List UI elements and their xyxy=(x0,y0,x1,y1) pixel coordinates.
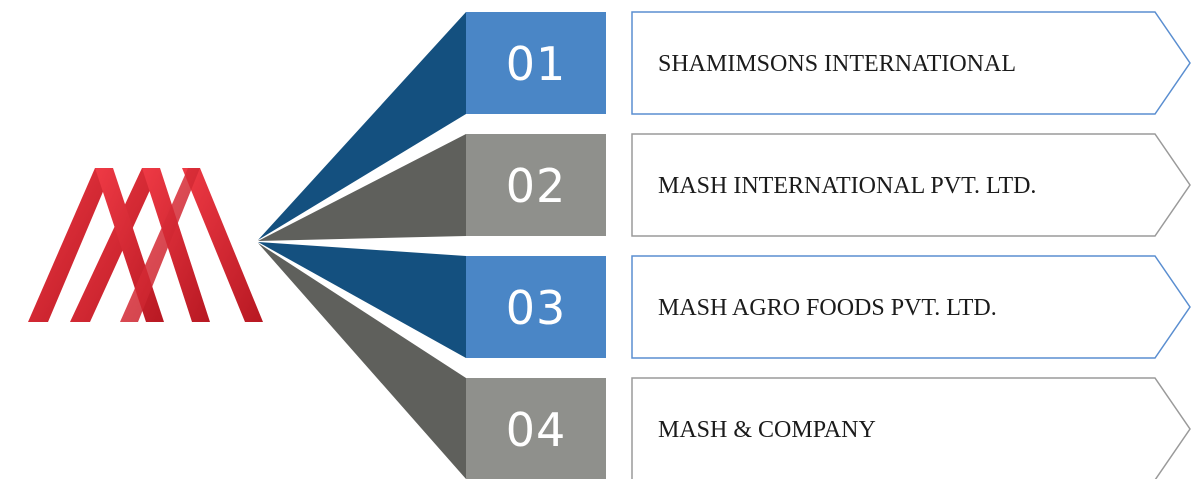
number-box-1 xyxy=(466,12,606,114)
connector-wedge-3 xyxy=(258,242,466,358)
number-box-3 xyxy=(466,256,606,358)
number-box-4 xyxy=(466,378,606,479)
label-arrow-4 xyxy=(631,377,1191,479)
mash-logo xyxy=(28,168,263,322)
item-label-3: MASH AGRO FOODS PVT. LTD. xyxy=(658,294,997,321)
label-arrow-3 xyxy=(631,255,1191,359)
item-number-3: 03 xyxy=(505,281,567,335)
label-arrow-1 xyxy=(631,11,1191,115)
item-label-4: MASH & COMPANY xyxy=(658,416,876,443)
connector-wedge-4 xyxy=(258,243,466,479)
connector-wedge-1 xyxy=(258,12,466,240)
item-label-2: MASH INTERNATIONAL PVT. LTD. xyxy=(658,172,1037,199)
item-number-4: 04 xyxy=(505,403,567,457)
item-label-1: SHAMIMSONS INTERNATIONAL xyxy=(658,50,1017,77)
item-number-1: 01 xyxy=(505,37,567,91)
label-arrow-2 xyxy=(631,133,1191,237)
item-number-2: 02 xyxy=(505,159,567,213)
number-box-2 xyxy=(466,134,606,236)
connector-wedge-2 xyxy=(258,134,466,241)
